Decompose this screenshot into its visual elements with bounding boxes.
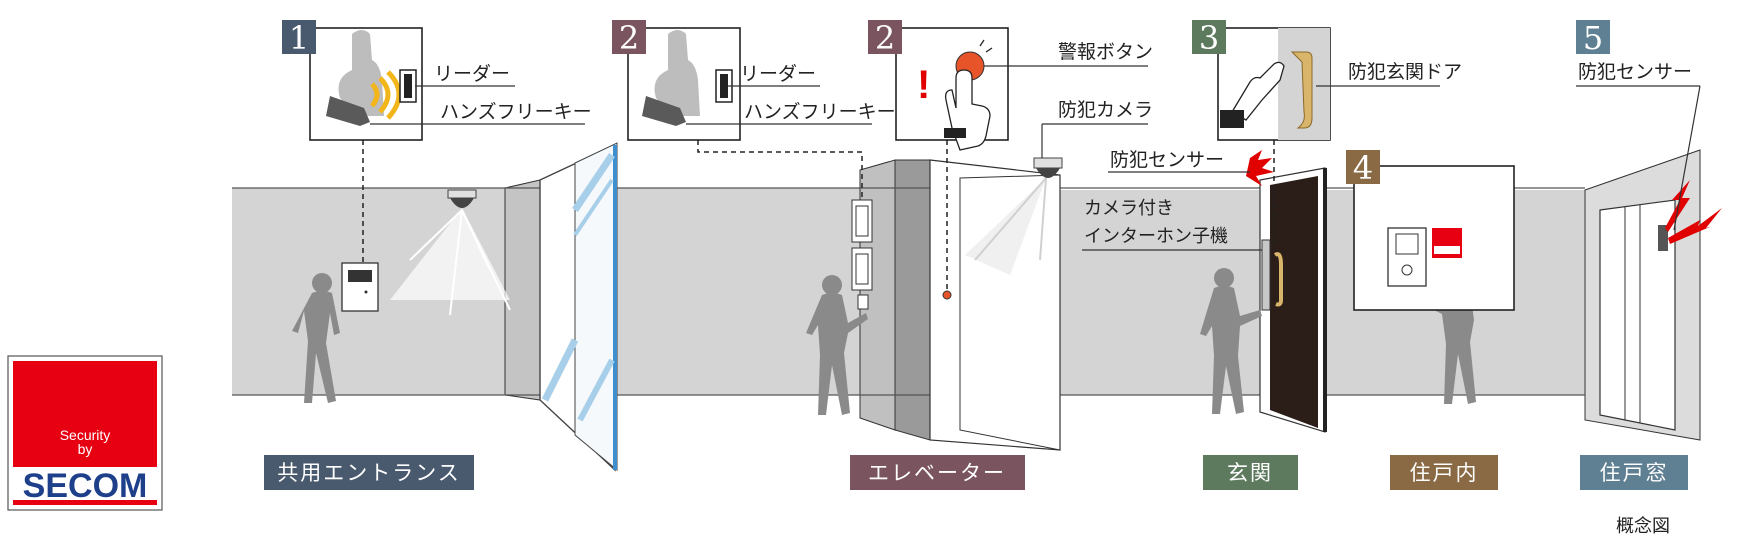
elevator-panels bbox=[851, 199, 873, 310]
panel-1-number: 1 bbox=[289, 19, 309, 57]
area-label-entrance: 共用エントランス bbox=[277, 461, 461, 485]
exclamation-icon: ! bbox=[917, 63, 930, 107]
area-caption-entrance: 共用エントランス bbox=[264, 455, 474, 490]
area-caption-window: 住戸窓 bbox=[1580, 455, 1688, 490]
area-label-entrance-door: 玄関 bbox=[1227, 461, 1273, 485]
concept-note: 概念図 bbox=[1616, 515, 1670, 537]
panel-4-number-badge bbox=[1346, 150, 1380, 184]
area-caption-elevator: エレベーター bbox=[850, 455, 1025, 490]
logo-brand: SECOM bbox=[23, 467, 148, 505]
label-handsfree-key-2: ハンズフリーキー bbox=[744, 101, 896, 123]
label-reader-2: リーダー bbox=[740, 63, 816, 85]
entrance-glass-door bbox=[539, 142, 618, 472]
elevator-camera-icon bbox=[1033, 157, 1063, 178]
panel-2b-number: 2 bbox=[875, 19, 895, 57]
person-walking-icon bbox=[292, 273, 340, 403]
area-label-elevator: エレベーター bbox=[868, 461, 1006, 485]
panel-2-alarm-button: 2 ! bbox=[868, 19, 1009, 151]
panel-5-window-sensor: 5 bbox=[1576, 19, 1610, 57]
elevator-car bbox=[929, 159, 1061, 451]
label-security-sensor-door: 防犯センサー bbox=[1110, 149, 1224, 171]
security-entry-door bbox=[1259, 167, 1327, 433]
panel-2a-number-badge bbox=[612, 20, 646, 54]
room-window-frame bbox=[1599, 199, 1676, 431]
panel-2b-number-badge bbox=[868, 20, 902, 54]
door-sensor-spark bbox=[1246, 150, 1274, 186]
panel-1-handsfree-entrance: 1 bbox=[282, 19, 423, 141]
area-caption-in-home: 住戸内 bbox=[1390, 455, 1498, 490]
panel-3-security-door: 3 bbox=[1192, 19, 1331, 141]
panel-3-number: 3 bbox=[1199, 19, 1219, 57]
panel-5-number: 5 bbox=[1583, 19, 1603, 57]
panel-4-number: 4 bbox=[1353, 149, 1373, 187]
person-door-icon bbox=[1200, 268, 1262, 414]
panel-2-handsfree-elevator: 2 bbox=[612, 19, 741, 141]
person-elevator-icon bbox=[806, 275, 868, 415]
logo-line1: Security bbox=[60, 427, 111, 443]
panel-3-number-badge bbox=[1192, 20, 1226, 54]
panel-2a-number: 2 bbox=[619, 19, 639, 57]
area-label-window: 住戸窓 bbox=[1600, 461, 1669, 485]
label-handsfree-key-1: ハンズフリーキー bbox=[440, 101, 592, 123]
entrance-reader-device bbox=[341, 262, 379, 312]
leader-line bbox=[1673, 85, 1701, 231]
label-security-door: 防犯玄関ドア bbox=[1348, 61, 1462, 83]
label-reader-1: リーダー bbox=[434, 63, 510, 85]
secom-logo: Security by SECOM bbox=[7, 355, 163, 511]
window-sensor-spark bbox=[1665, 180, 1722, 244]
label-security-sensor-window: 防犯センサー bbox=[1578, 61, 1692, 83]
panel-4-home-monitor: 4 bbox=[1346, 149, 1515, 311]
logo-line2: by bbox=[78, 441, 93, 457]
panel-5-number-badge bbox=[1576, 20, 1610, 54]
panel-1-number-badge bbox=[282, 20, 316, 54]
area-caption-entrance-door: 玄関 bbox=[1203, 455, 1298, 490]
label-intercom-line1: カメラ付き bbox=[1084, 198, 1174, 219]
entrance-camera-icon bbox=[390, 189, 511, 316]
label-intercom-line2: インターホン子機 bbox=[1084, 226, 1228, 247]
area-label-in-home: 住戸内 bbox=[1410, 461, 1479, 485]
label-alarm-button: 警報ボタン bbox=[1058, 41, 1153, 63]
label-security-camera: 防犯カメラ bbox=[1058, 99, 1153, 121]
dashed-link bbox=[697, 140, 863, 200]
